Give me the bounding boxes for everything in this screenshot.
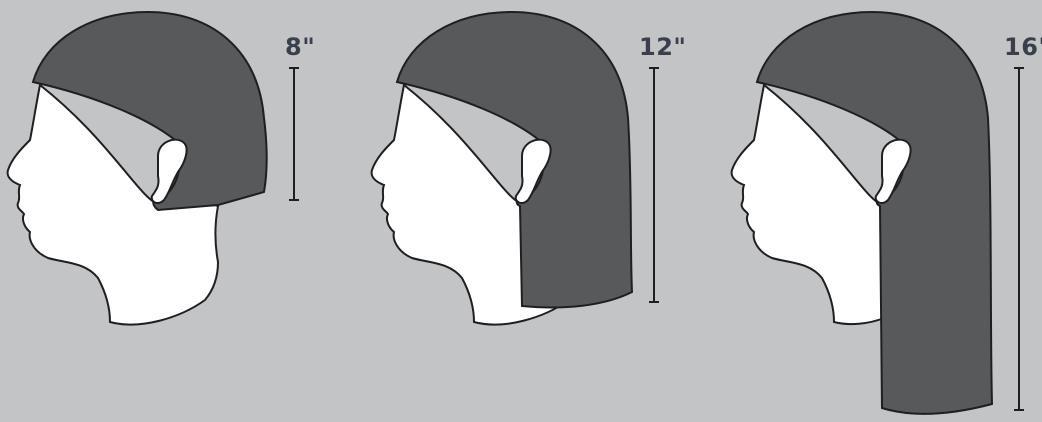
length-label: 16" [1004,33,1042,61]
head-profile [732,85,884,324]
length-measure [289,68,299,200]
length-measure [649,68,659,302]
length-label: 8" [285,33,315,61]
length-measure [1014,68,1024,410]
figure-12-inch: 12" [372,12,687,325]
length-label: 12" [639,33,686,61]
figure-16-inch: 16" [732,12,1042,414]
figure-8-inch: 8" [8,12,316,325]
